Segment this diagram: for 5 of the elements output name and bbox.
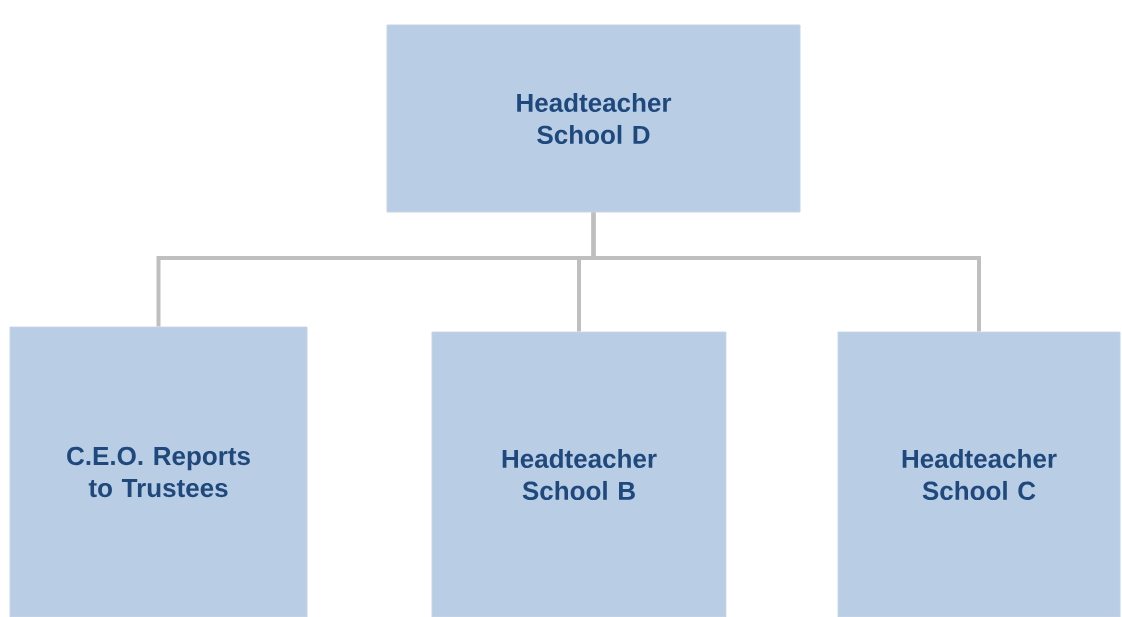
org-box: Headteacher School B [431, 331, 727, 617]
connector-line [591, 212, 981, 332]
org-box: C.E.O. Reports to Trustees [9, 326, 308, 617]
org-box: Headteacher School D [386, 24, 801, 213]
org-box: Headteacher School C [837, 331, 1121, 617]
